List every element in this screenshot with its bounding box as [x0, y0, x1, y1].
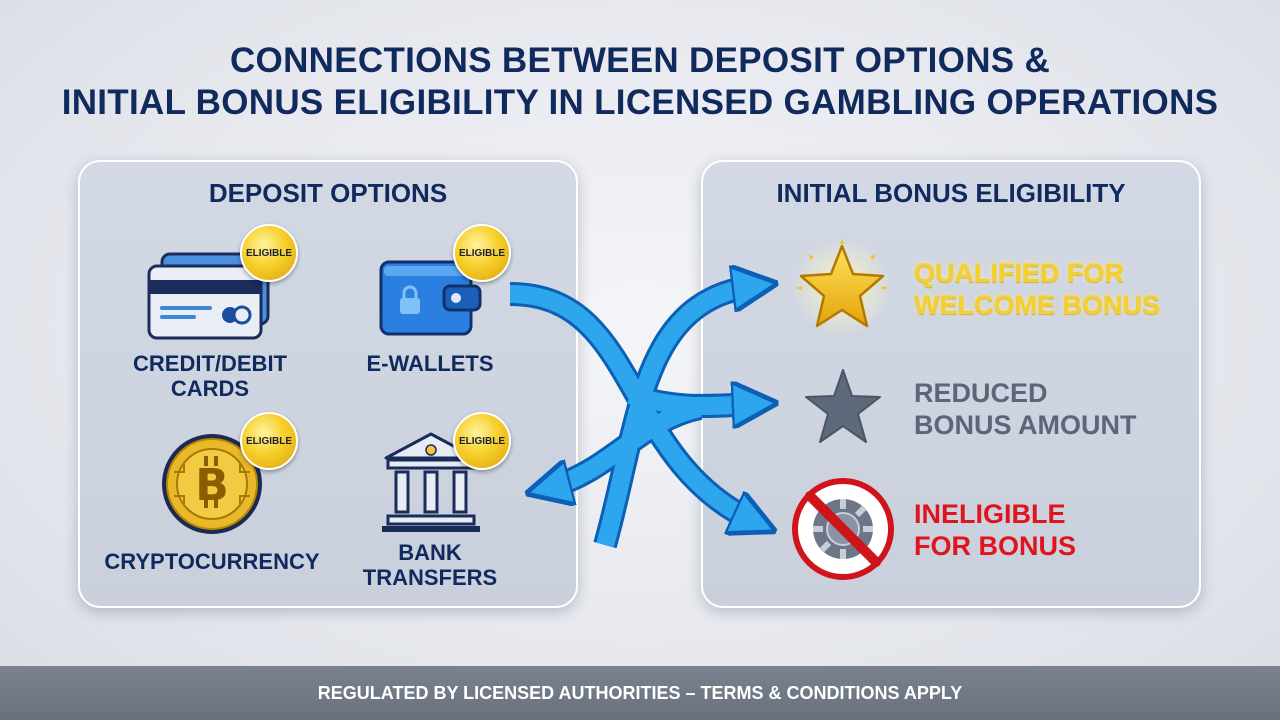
- bank-transfers-label: BANK TRANSFERS: [362, 540, 498, 590]
- title-line-2: INITIAL BONUS ELIGIBILITY IN LICENSED GA…: [61, 83, 1219, 122]
- bonus-eligibility-panel: INITIAL BONUS ELIGIBILITY: [701, 160, 1201, 608]
- e-wallet-eligible-badge: ELIGIBLE: [453, 224, 511, 282]
- crypto-eligible-badge: ELIGIBLE: [240, 412, 298, 470]
- prohibited-chip-icon: [792, 478, 894, 580]
- svg-text:B: B: [195, 460, 229, 511]
- wallet-icon: [379, 260, 482, 336]
- footer-disclaimer: REGULATED BY LICENSED AUTHORITIES – TERM…: [0, 666, 1280, 720]
- bank-eligible-badge: ELIGIBLE: [453, 412, 511, 470]
- reduced-bonus-amount-label: REDUCED BONUS AMOUNT: [914, 378, 1137, 440]
- e-wallets-label: E-WALLETS: [366, 351, 494, 376]
- gold-star-icon: [792, 238, 892, 338]
- credit-card-eligible-badge: ELIGIBLE: [240, 224, 298, 282]
- credit-debit-cards-label: CREDIT/DEBIT CARDS: [133, 351, 287, 401]
- bonus-eligibility-title: INITIAL BONUS ELIGIBILITY: [776, 178, 1126, 208]
- title-line-1: CONNECTIONS BETWEEN DEPOSIT OPTIONS &: [229, 41, 1051, 80]
- ineligible-for-bonus-label: INELIGIBLE FOR BONUS: [914, 499, 1076, 561]
- page-title: CONNECTIONS BETWEEN DEPOSIT OPTIONS & IN…: [0, 40, 1280, 124]
- cryptocurrency-label: CRYPTOCURRENCY: [104, 549, 320, 574]
- qualified-welcome-bonus-label: QUALIFIED FOR WELCOME BONUS: [914, 258, 1160, 320]
- footer-text: REGULATED BY LICENSED AUTHORITIES – TERM…: [317, 682, 963, 703]
- credit-card-icon: [147, 252, 270, 340]
- bitcoin-icon: B: [162, 434, 262, 534]
- bank-icon: [382, 432, 480, 532]
- gray-star-icon: [805, 369, 881, 443]
- deposit-options-title: DEPOSIT OPTIONS: [208, 178, 448, 208]
